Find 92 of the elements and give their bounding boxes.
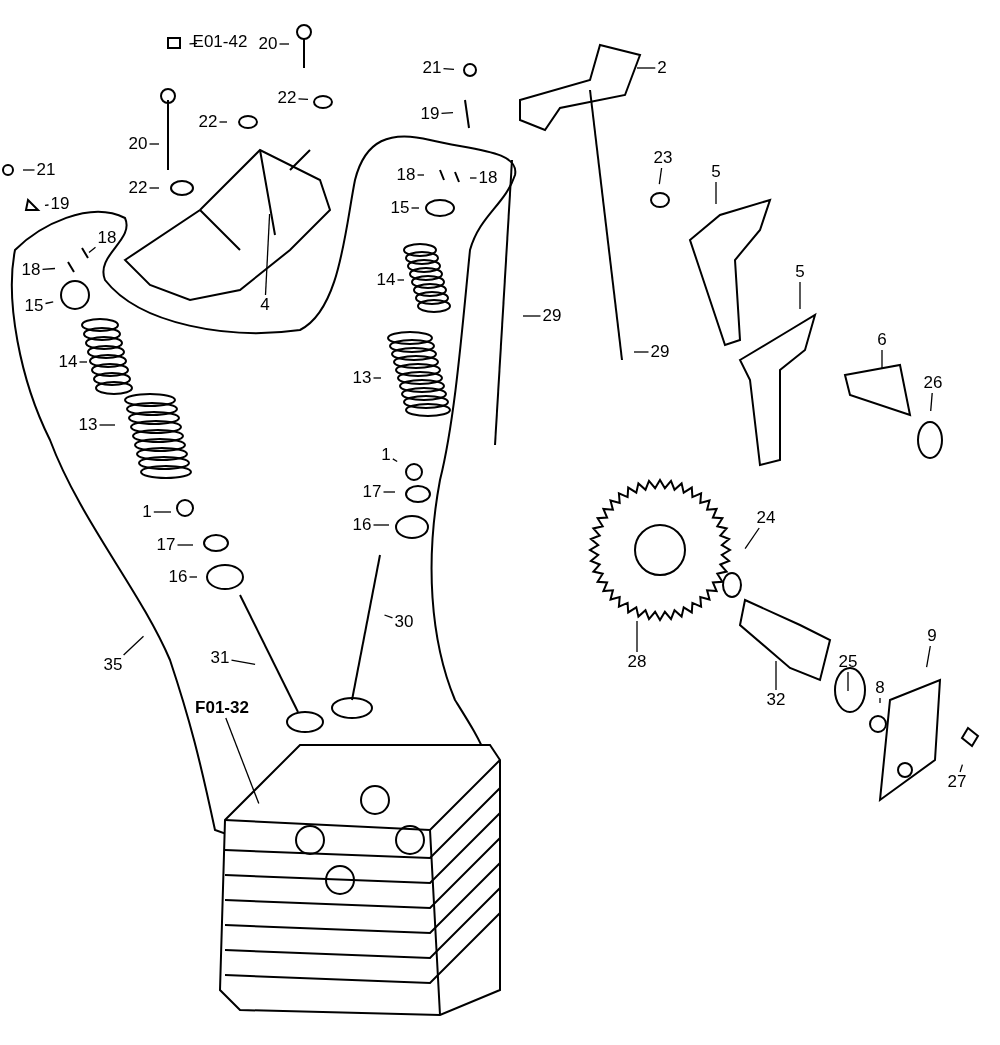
leader-line bbox=[372, 377, 382, 379]
callout-number: 1 bbox=[140, 502, 154, 522]
leader-line bbox=[775, 660, 777, 691]
callout-number: 18 bbox=[476, 168, 500, 188]
callout-number: 14 bbox=[56, 352, 80, 372]
callout-number: 4 bbox=[258, 295, 272, 315]
callout-number: 23 bbox=[651, 148, 675, 168]
leader-line bbox=[98, 424, 116, 426]
callout-number: 16 bbox=[350, 515, 374, 535]
leader-line bbox=[230, 659, 256, 666]
leader-line bbox=[78, 361, 88, 363]
leader-line bbox=[925, 645, 931, 668]
leader-line bbox=[44, 301, 54, 305]
callout-number: 21 bbox=[420, 58, 444, 78]
callout-number: 14 bbox=[374, 270, 398, 290]
leader-line bbox=[148, 187, 160, 189]
leader-line bbox=[188, 576, 198, 578]
callout-number: 20 bbox=[256, 34, 280, 54]
leader-line bbox=[148, 143, 160, 145]
callout-number: 5 bbox=[793, 262, 807, 282]
callout-number: 16 bbox=[166, 567, 190, 587]
leader-line bbox=[122, 635, 145, 656]
callout-number: 28 bbox=[625, 652, 649, 672]
leader-line bbox=[636, 620, 638, 653]
callout-number: 5 bbox=[709, 162, 723, 182]
leader-line bbox=[881, 349, 883, 370]
leader-line bbox=[440, 111, 454, 114]
callout-number: 1 bbox=[379, 445, 393, 465]
leader-line bbox=[225, 717, 260, 805]
leader-line bbox=[959, 763, 964, 773]
callout-number: 18 bbox=[19, 260, 43, 280]
leader-line bbox=[22, 169, 36, 171]
callout-number: 25 bbox=[836, 652, 860, 672]
leader-line bbox=[297, 98, 309, 101]
leader-line bbox=[382, 491, 396, 493]
leader-line bbox=[633, 351, 650, 353]
leader-line bbox=[188, 42, 198, 45]
leader-line bbox=[392, 458, 398, 463]
callout-number: 22 bbox=[126, 178, 150, 198]
callout-number: 35 bbox=[101, 655, 125, 675]
leader-line bbox=[153, 511, 172, 513]
callout-number: 20 bbox=[126, 134, 150, 154]
callout-number: 26 bbox=[921, 373, 945, 393]
callout-number: 6 bbox=[875, 330, 889, 350]
callout-number: E01-42 bbox=[189, 32, 251, 52]
callout-number: 19 bbox=[48, 194, 72, 214]
callout-number: 18 bbox=[95, 228, 119, 248]
callout-number: 29 bbox=[648, 342, 672, 362]
leader-line bbox=[416, 174, 425, 176]
leader-line bbox=[372, 524, 390, 526]
leader-line bbox=[636, 67, 656, 69]
leader-line bbox=[176, 544, 194, 546]
leader-line bbox=[88, 246, 97, 254]
leader-line bbox=[264, 213, 271, 296]
callout-number: 2 bbox=[655, 58, 669, 78]
callout-number: 21 bbox=[34, 160, 58, 180]
leader-line bbox=[715, 181, 717, 205]
callout-number: 15 bbox=[22, 296, 46, 316]
leader-line bbox=[744, 527, 760, 550]
leader-line bbox=[879, 697, 881, 704]
leader-line bbox=[41, 267, 56, 270]
callout-number: 18 bbox=[394, 165, 418, 185]
callout-number: F01-32 bbox=[191, 698, 253, 718]
callout-number: 31 bbox=[208, 648, 232, 668]
callout-number: 24 bbox=[754, 508, 778, 528]
callout-number: 17 bbox=[154, 535, 178, 555]
leader-line bbox=[658, 167, 663, 185]
leader-line bbox=[396, 279, 405, 281]
leader-line bbox=[469, 177, 478, 179]
callout-number: 13 bbox=[76, 415, 100, 435]
callout-number: 17 bbox=[360, 482, 384, 502]
leader-line bbox=[442, 68, 455, 71]
callout-number: 32 bbox=[764, 690, 788, 710]
leader-line bbox=[218, 121, 228, 123]
callout-number: 9 bbox=[925, 626, 939, 646]
callout-number: 29 bbox=[540, 306, 564, 326]
leader-line bbox=[799, 281, 801, 310]
callout-number: 22 bbox=[196, 112, 220, 132]
callout-number: 15 bbox=[388, 198, 412, 218]
leader-line bbox=[383, 614, 394, 619]
callout-number: 8 bbox=[873, 678, 887, 698]
leader-line bbox=[44, 204, 50, 206]
callout-number: 30 bbox=[392, 612, 416, 632]
leader-line bbox=[522, 315, 542, 317]
leader-line bbox=[410, 207, 420, 209]
callout-number: 27 bbox=[945, 772, 969, 792]
leader-line bbox=[930, 392, 933, 412]
callout-number: 19 bbox=[418, 104, 442, 124]
callout-number: 13 bbox=[350, 368, 374, 388]
leader-line bbox=[278, 43, 290, 45]
callout-number: 22 bbox=[275, 88, 299, 108]
leader-line bbox=[847, 671, 849, 692]
